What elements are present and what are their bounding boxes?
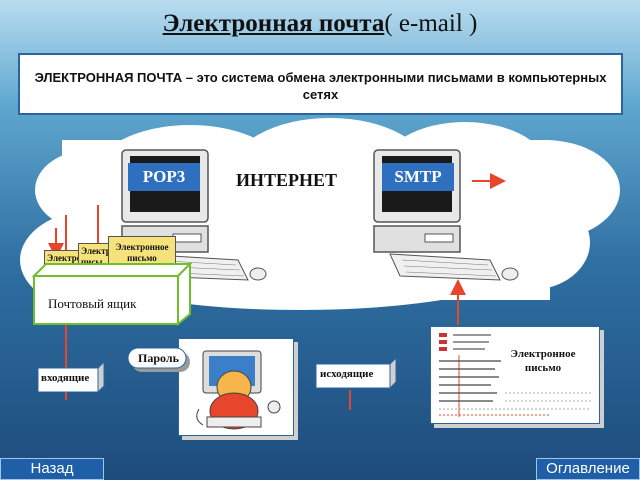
user-panel: [178, 338, 294, 436]
pop3-badge: POP3: [128, 163, 200, 191]
definition-text: ЭЛЕКТРОННАЯ ПОЧТА – это система обмена э…: [34, 70, 607, 102]
outgoing-folder: исходящие: [314, 358, 398, 390]
letter-partial-2: Электро писы: [81, 246, 116, 267]
email-form-illustration: [439, 333, 591, 417]
doc-letter-card: Электронное письмо: [501, 343, 585, 383]
title-main: Электронная почта: [162, 10, 385, 37]
definition-box: ЭЛЕКТРОННАЯ ПОЧТА – это система обмена э…: [18, 53, 623, 115]
user-at-computer-illustration: [196, 350, 281, 430]
letter-label: Электронное письмо: [115, 242, 169, 263]
password-badge: Пароль: [128, 348, 190, 372]
incoming-folder: входящие: [36, 362, 106, 392]
contents-button[interactable]: Оглавление: [536, 458, 640, 480]
page-title: Электронная почта( e-mail ): [0, 10, 640, 38]
internet-label: ИНТЕРНЕТ: [236, 170, 338, 190]
password-label: Пароль: [138, 351, 179, 365]
back-button-label: Назад: [30, 460, 74, 477]
pop3-label: POP3: [142, 167, 186, 186]
doc-letter-label: Электронное письмо: [510, 348, 576, 374]
contents-button-label: Оглавление: [546, 460, 630, 477]
incoming-label: входящие: [41, 372, 90, 384]
email-document: Электронное письмо: [430, 326, 600, 424]
outgoing-label: исходящие: [320, 368, 374, 380]
mailbox-box: [31, 261, 193, 327]
title-suffix: ( e-mail ): [384, 10, 478, 37]
smtp-label: SMTP: [394, 167, 442, 186]
mailbox-label: Почтовый ящик: [48, 296, 137, 311]
smtp-badge: SMTP: [382, 163, 454, 191]
back-button[interactable]: Назад: [0, 458, 104, 480]
